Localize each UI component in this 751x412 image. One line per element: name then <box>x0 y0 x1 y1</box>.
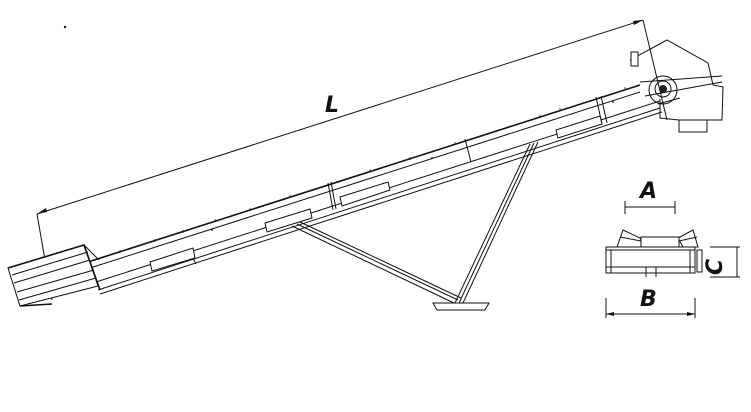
dimension-label-c: C <box>703 259 728 275</box>
conveyor-body <box>87 84 663 295</box>
dimension-label-b: B <box>640 287 657 312</box>
cross-section <box>605 201 740 318</box>
tail-section <box>7 244 101 307</box>
dimension-label-l: L <box>325 93 339 118</box>
dimension-l <box>36 19 668 301</box>
stray-mark <box>63 25 67 29</box>
head-section <box>629 39 724 133</box>
support-frame <box>291 141 539 311</box>
dimension-label-a: A <box>638 179 657 204</box>
